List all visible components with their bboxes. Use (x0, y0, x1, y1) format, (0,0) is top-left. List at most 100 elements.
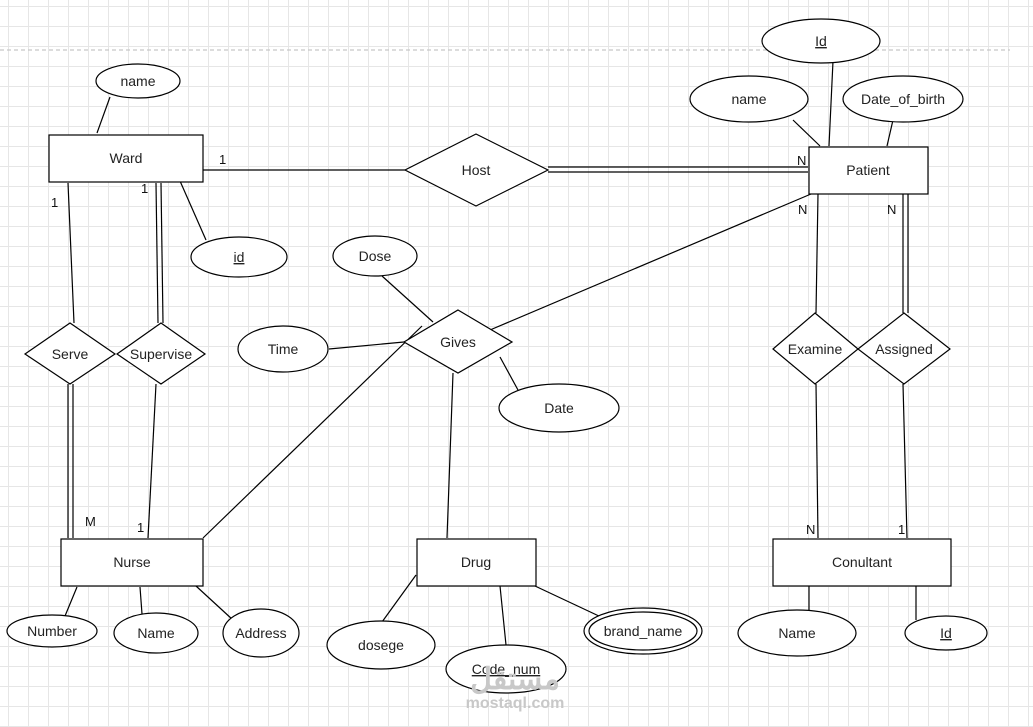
relationship-host-label: Host (462, 162, 491, 178)
attribute-drug-brand[interactable]: brand_name (583, 607, 703, 655)
entity-drug-box (416, 538, 537, 587)
conn-ward-supervise-a (155, 182, 159, 324)
conn-drug-brand (534, 585, 602, 618)
conn-ward-supervise-b (160, 182, 164, 324)
attribute-patient-id[interactable]: Id (761, 18, 881, 64)
attribute-nurse-name-ellipse (113, 612, 199, 654)
attribute-gives-dose-label: Dose (359, 248, 392, 264)
attribute-gives-time-label: Time (268, 341, 299, 357)
conn-patient-name (792, 119, 821, 147)
conn-ward-serve (67, 182, 75, 324)
relationship-examine-diamond (772, 312, 859, 385)
attribute-patient-dob[interactable]: Date_of_birth (842, 75, 964, 123)
entity-nurse-label: Nurse (113, 554, 151, 570)
conn-gives-dose (381, 275, 434, 323)
relationship-examine-label: Examine (788, 341, 843, 357)
relationship-examine[interactable]: Examine (772, 312, 859, 385)
entity-ward[interactable]: Ward (48, 134, 204, 183)
conn-gives-nurse (202, 325, 423, 539)
cardinality-ward-serve: 1 (51, 195, 58, 210)
conn-supervise-nurse (147, 383, 157, 539)
attribute-ward-name[interactable]: name (95, 63, 181, 99)
attribute-drug-brand-label: brand_name (604, 623, 683, 639)
attribute-patient-name[interactable]: name (689, 75, 809, 123)
relationship-assigned-label: Assigned (875, 341, 933, 357)
attribute-gives-date[interactable]: Date (498, 383, 620, 433)
attribute-drug-dosege[interactable]: dosege (326, 620, 436, 670)
entity-drug-label: Drug (461, 554, 491, 570)
entity-drug[interactable]: Drug (416, 538, 537, 587)
attribute-consultant-id-label: Id (940, 625, 952, 641)
attribute-consultant-name[interactable]: Name (737, 609, 857, 657)
attribute-gives-time-ellipse (237, 325, 329, 373)
conn-patient-dob (886, 119, 894, 147)
attribute-ward-id[interactable]: id (190, 236, 288, 278)
attribute-consultant-name-label: Name (778, 625, 816, 641)
attribute-nurse-number-label: Number (27, 623, 77, 639)
attribute-nurse-name-label: Name (137, 625, 175, 641)
relationship-serve[interactable]: Serve (23, 322, 117, 385)
entity-consultant[interactable]: Conultant (772, 538, 952, 587)
cardinality-patient-assigned: N (887, 202, 896, 217)
relationship-gives-diamond (402, 309, 514, 374)
attribute-nurse-name[interactable]: Name (113, 612, 199, 654)
cardinality-consultant-assigned: 1 (898, 522, 905, 537)
watermark-brand: مستقل (470, 663, 560, 696)
attribute-gives-time[interactable]: Time (237, 325, 329, 373)
relationship-assigned[interactable]: Assigned (857, 312, 951, 385)
cardinality-nurse-serve: M (85, 514, 96, 529)
attribute-consultant-id[interactable]: Id (904, 615, 988, 651)
attribute-drug-dosege-label: dosege (358, 637, 404, 653)
conn-assigned-consultant (902, 383, 908, 539)
relationship-supervise[interactable]: Supervise (115, 322, 207, 385)
entity-nurse-box (60, 538, 204, 587)
cardinality-ward-host: 1 (219, 152, 226, 167)
relationship-assigned-diamond (857, 312, 951, 385)
relationship-host[interactable]: Host (403, 133, 550, 207)
attribute-gives-date-label: Date (544, 400, 574, 416)
entity-nurse[interactable]: Nurse (60, 538, 204, 587)
attribute-drug-brand-ellipse-inner (588, 611, 698, 651)
attribute-gives-date-ellipse (498, 383, 620, 433)
conn-examine-consultant (815, 383, 819, 539)
attribute-patient-name-ellipse (689, 75, 809, 123)
entity-patient-label: Patient (846, 162, 890, 178)
attribute-nurse-number[interactable]: Number (6, 614, 98, 648)
attribute-nurse-address[interactable]: Address (222, 608, 300, 658)
cardinality-patient-gives: N (798, 202, 807, 217)
conn-patient-examine (815, 193, 819, 314)
attribute-drug-code-label: Code_num (472, 661, 541, 677)
attribute-consultant-name-ellipse (737, 609, 857, 657)
conn-gives-date (499, 356, 519, 391)
attribute-patient-id-ellipse (761, 18, 881, 64)
watermark-site: mostaql.com (466, 695, 565, 712)
conn-nurse-address (195, 585, 234, 621)
entity-patient-box (808, 146, 929, 195)
attribute-drug-dosege-ellipse (326, 620, 436, 670)
conn-ward-name (96, 96, 111, 134)
relationship-supervise-label: Supervise (130, 346, 192, 362)
connectors (64, 60, 917, 646)
attribute-nurse-number-ellipse (6, 614, 98, 648)
conn-drug-dosege (381, 574, 417, 623)
entity-consultant-box (772, 538, 952, 587)
relationship-gives[interactable]: Gives (402, 309, 514, 374)
cardinality-patient-host: N (797, 153, 806, 168)
relationship-serve-label: Serve (52, 346, 89, 362)
entity-patient[interactable]: Patient (808, 146, 929, 195)
attribute-nurse-address-ellipse (222, 608, 300, 658)
attribute-ward-name-label: name (120, 73, 155, 89)
attribute-gives-dose-ellipse (332, 235, 418, 277)
attribute-drug-code[interactable]: Code_num (445, 644, 567, 694)
watermark: مستقل mostaql.com (466, 663, 565, 712)
relationship-host-diamond (403, 133, 550, 207)
attribute-gives-dose[interactable]: Dose (332, 235, 418, 277)
entity-consultant-label: Conultant (832, 554, 892, 570)
attribute-patient-dob-label: Date_of_birth (861, 91, 945, 107)
conn-nurse-name (139, 586, 143, 615)
relationship-gives-label: Gives (440, 334, 476, 350)
attribute-consultant-id-ellipse (904, 615, 988, 651)
conn-gives-time (328, 341, 405, 350)
cardinality-ward-supervise: 1 (141, 181, 148, 196)
